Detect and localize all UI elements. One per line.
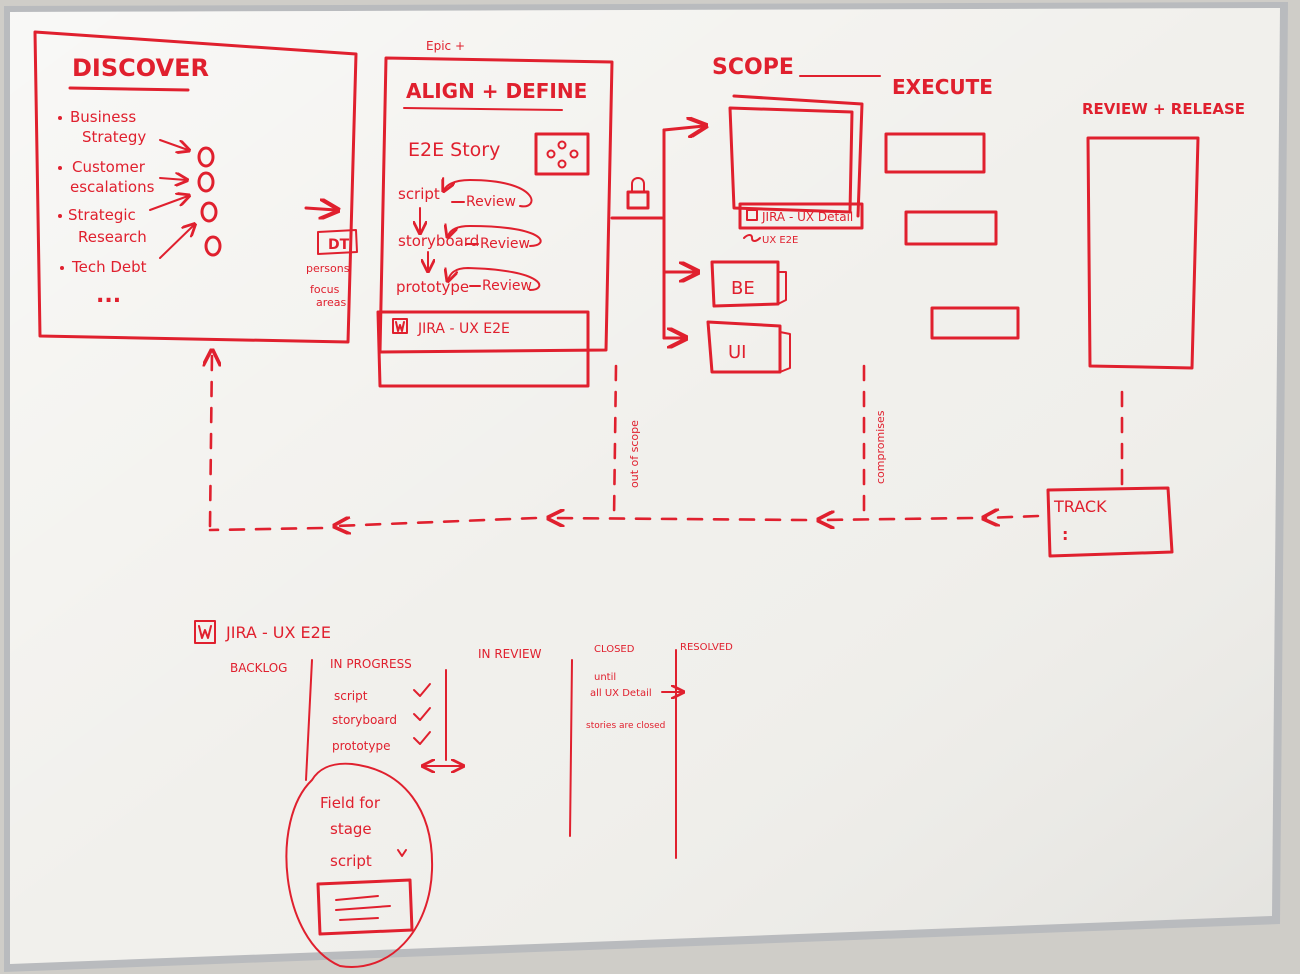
scope-ui: UI [728,342,746,363]
epic-label: Epic + [426,39,465,53]
column-in-review: IN REVIEW [478,647,542,661]
release-title: REVIEW + RELEASE [1082,100,1245,118]
dropdown-chevron-icon [397,849,407,857]
release-panel: REVIEW + RELEASE [1082,100,1245,370]
scope-jira-detail: JIRA - UX Detail [761,210,853,224]
arrow-discover-to-align [304,208,336,210]
review-loop-arrows [444,180,542,291]
track-panel: TRACK : [1046,486,1174,558]
idea-circles [197,146,222,257]
feedback-lines [210,352,1124,530]
align-jira-label: JIRA - UX E2E [417,321,510,337]
scope-be: BE [731,278,755,299]
jira-board: JIRA - UX E2E BACKLOG IN PROGRESS IN REV… [194,620,733,968]
discover-item-customer: Customer [72,158,146,176]
out-of-scope-label: out of scope [628,420,641,488]
discover-item-tech-debt: Tech Debt [71,258,147,276]
step-arrows [420,207,428,270]
discover-bullets [58,116,64,270]
in-progress-prototype: prototype [332,739,390,753]
execute-title: EXECUTE [892,75,993,99]
discover-item-escalations: escalations [70,178,155,196]
closed-note-detail: all UX Detail [590,688,652,699]
closed-note-stories: stories are closed [586,721,665,731]
column-in-progress: IN PROGRESS [330,657,412,671]
discover-item-strategic: Strategic [68,206,136,224]
dt-note-focus: focus [310,283,340,296]
discover-title: DISCOVER [72,54,209,82]
track-title: TRACK [1053,497,1107,516]
jira-board-title: JIRA - UX E2E [225,623,331,642]
field-note-stage: stage [330,820,372,838]
scope-title: SCOPE [712,55,794,80]
column-resolved: RESOLVED [680,642,733,653]
discover-item-strategy: Strategy [82,128,146,146]
e2e-story-label: E2E Story [408,139,500,161]
dt-box: DT persons focus areas [306,229,358,309]
scope-panel: SCOPE JIRA - UX Detail UX E2E BE UI [706,55,881,374]
step-storyboard: storyboard [398,232,479,250]
dt-note-areas: areas [316,296,347,309]
align-define-panel: Epic + ALIGN + DEFINE E2E Story script s… [376,39,614,388]
jira-detail-icon [746,209,758,221]
review-dashes [451,201,481,287]
story-icon-box [534,132,590,176]
jira-w-icon [392,318,408,334]
column-closed: CLOSED [594,644,635,655]
compromises-label: compromises [874,410,887,484]
board-glare [10,8,1280,964]
field-note-script: script [330,852,372,870]
scope-ux-e2e: UX E2E [762,235,798,246]
review-3: Review [482,278,532,294]
check-marks [413,683,431,745]
review-1: Review [466,194,516,210]
step-script: script [398,185,440,203]
align-title: ALIGN + DEFINE [406,79,587,103]
track-dots: : [1062,525,1068,544]
review-2: Review [480,236,530,252]
infinity-icon [743,234,761,242]
discover-item-business: Business [70,108,136,126]
discover-item-research: Research [78,228,147,246]
discover-ellipsis: ... [96,283,121,308]
step-prototype: prototype [396,278,469,296]
lock-icon [626,177,650,210]
dt-note-persons: persons [306,262,350,275]
align-jira-card [376,310,590,388]
discover-arrows [149,139,194,259]
in-progress-script: script [334,689,368,703]
field-preview-box [316,878,414,936]
story-cluster-icon [546,140,579,169]
closed-note-until: until [594,672,616,683]
discover-panel: DISCOVER Business Strategy Customer esca… [33,30,358,344]
in-progress-storyboard: storyboard [332,713,397,727]
field-note-circle [285,762,434,968]
execute-panel: EXECUTE [884,75,1020,340]
jira-board-icon [194,620,216,644]
branch-arrows [610,126,704,338]
column-backlog: BACKLOG [230,661,287,675]
field-note-title: Field for [320,794,381,812]
dt-label: DT [328,237,350,253]
